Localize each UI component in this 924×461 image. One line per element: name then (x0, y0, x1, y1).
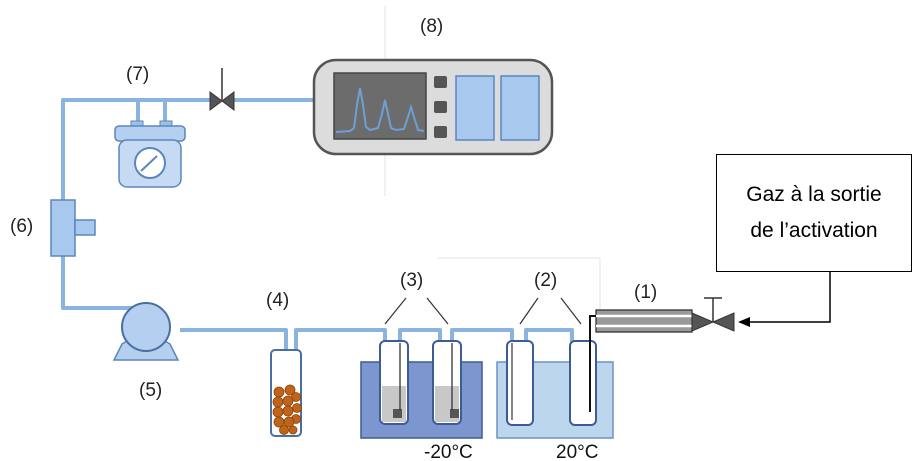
label-6: (6) (10, 216, 33, 237)
gauge-icon (114, 120, 186, 188)
chromatograph (312, 58, 554, 156)
cold-bath (360, 340, 483, 439)
warm-bath (496, 322, 614, 439)
tubing (61, 98, 574, 351)
chromatograph-button-3 (434, 126, 447, 138)
label-3: (3) (400, 270, 423, 291)
trap-tube-3b (432, 340, 462, 425)
valve-icon (209, 68, 235, 111)
gas-flow-arrow (738, 272, 831, 327)
label-leaders (384, 297, 582, 325)
trap-tube-2a (506, 340, 534, 426)
pump-icon (112, 302, 180, 361)
inlet-tube (589, 309, 693, 333)
callout-text: Gaz à la sortie de l’activation (746, 177, 881, 249)
chromatograph-screen (333, 72, 427, 140)
chromatogram-trace (335, 87, 425, 133)
callout-line-1: Gaz à la sortie (746, 183, 882, 206)
bead-packing (272, 384, 302, 435)
label-7: (7) (126, 64, 149, 85)
trap-tube-icon (270, 349, 302, 437)
cold-bath-temperature: -20°C (424, 442, 473, 461)
callout-line-2: de l’activation (750, 219, 878, 242)
chromatograph-panel-1 (455, 75, 495, 141)
chromatograph-panel-2 (500, 75, 540, 141)
chromatograph-button-1 (434, 76, 447, 88)
label-8: (8) (420, 16, 443, 37)
label-1: (1) (634, 282, 657, 303)
trap-tube-2b (569, 322, 597, 426)
trap-tube-3a (379, 340, 409, 425)
gas-source-callout: Gaz à la sortie de l’activation (716, 154, 912, 272)
label-4: (4) (266, 290, 289, 311)
inlet-valve-icon (691, 297, 735, 332)
tee-connector-icon (50, 199, 96, 257)
chromatograph-button-2 (434, 101, 447, 113)
label-5: (5) (139, 380, 162, 401)
warm-bath-temperature: 20°C (556, 442, 598, 461)
label-2: (2) (534, 270, 557, 291)
